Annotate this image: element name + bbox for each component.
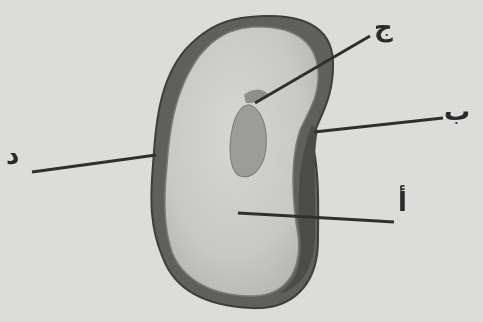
- label-a-cotyledon: أ: [398, 190, 407, 216]
- label-j-embryo: ج: [374, 15, 393, 41]
- leader-line-b: [314, 118, 443, 132]
- label-b-hilum: ب: [444, 99, 470, 125]
- label-d-seed-coat: د: [6, 143, 19, 169]
- leader-line-d: [32, 155, 156, 172]
